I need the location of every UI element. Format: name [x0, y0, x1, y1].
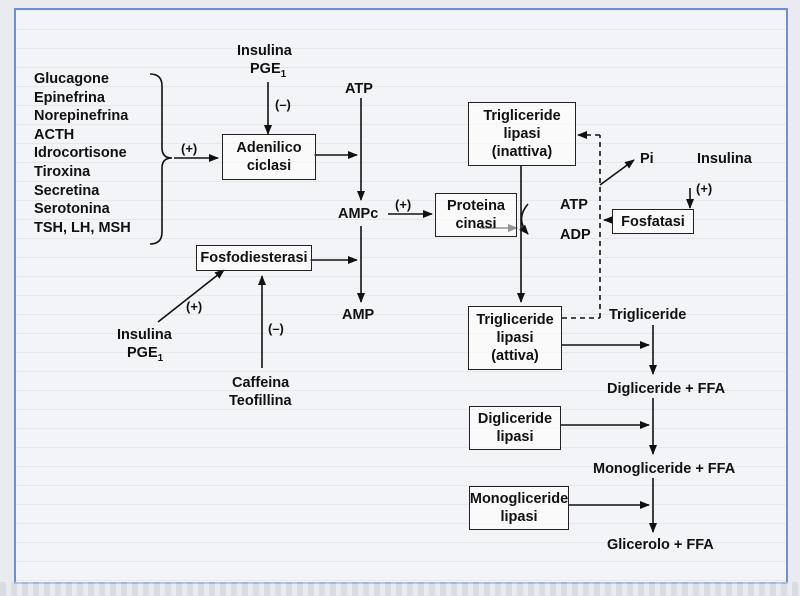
fosfatasi-box: Fosfatasi	[612, 209, 694, 234]
arrow-atp-to-adp	[519, 203, 529, 235]
monogl-lipasi-line: Monogliceride	[469, 491, 569, 507]
insulina-right-plus-label: (+)	[696, 181, 713, 196]
tg-lipasi-attiva-box: Trigliceride lipasi (attiva)	[468, 306, 562, 370]
teofillina-label: Teofillina	[229, 393, 292, 409]
tg-lipasi-inattiva-box: Trigliceride lipasi (inattiva)	[468, 102, 576, 166]
figure-frame	[14, 8, 788, 584]
insulina-bottom-plus-label: (+)	[186, 299, 203, 314]
fosfodiesterasi-label: Fosfodiesterasi	[200, 250, 308, 266]
pi-label: Pi	[640, 151, 654, 167]
hormone-item: Glucagone	[34, 71, 109, 87]
fosfatasi-label: Fosfatasi	[621, 213, 685, 230]
hormones-plus-label: (+)	[181, 141, 198, 156]
cinasi-line: Proteina	[446, 198, 505, 214]
adp-label: ADP	[560, 227, 591, 243]
digl-lipasi-line: lipasi	[496, 429, 534, 445]
tg-inattiva-line: Trigliceride	[483, 108, 561, 124]
fosfodiesterasi-box: Fosfodiesterasi	[196, 245, 312, 271]
pge1-bottom: PGE1	[127, 345, 164, 364]
hormone-item: Epinefrina	[34, 89, 105, 106]
cinasi-line: cinasi	[455, 216, 497, 232]
monogliceride-lipasi-box: Monogliceride lipasi	[469, 486, 569, 530]
hormone-brace	[149, 73, 173, 245]
caffeina-minus-label: (–)	[268, 321, 284, 336]
hormone-list: Glucagone Epinefrina Norepinefrina ACTH …	[34, 70, 131, 237]
hormone-item: Norepinefrina	[34, 108, 129, 125]
hormone-item: Idrocortisone	[34, 145, 127, 162]
atp-right-label: ATP	[560, 197, 588, 213]
arrow-insulina-to-fosfodiesterasi	[157, 269, 225, 323]
proteina-cinasi-box: Proteina cinasi	[435, 193, 517, 237]
hormone-item: ACTH	[34, 126, 75, 143]
tg-attiva-line: (attiva)	[491, 348, 539, 364]
ampc-label: AMPc	[338, 206, 379, 222]
glicerolo-ffa-label: Glicerolo + FFA	[607, 537, 714, 553]
insulina-right: Insulina	[697, 151, 752, 167]
hormone-item: TSH, LH, MSH	[34, 219, 131, 236]
insulina-top: Insulina	[237, 43, 292, 59]
hormone-item: Serotonina	[34, 201, 110, 218]
tg-attiva-line: lipasi	[496, 330, 534, 346]
caffeina-label: Caffeina	[232, 375, 290, 391]
ciclasi-line: Adenilico	[236, 140, 302, 156]
trigliceride-label: Trigliceride	[609, 307, 687, 323]
insulina-bottom: Insulina	[117, 327, 172, 343]
page-edge-texture	[0, 582, 800, 596]
dashed-to-pi	[599, 159, 635, 186]
digliceride-lipasi-box: Digliceride lipasi	[469, 406, 561, 450]
insulina-top-minus-label: (–)	[275, 97, 291, 112]
digl-lipasi-line: Digliceride	[477, 411, 553, 427]
digliceride-ffa-label: Digliceride + FFA	[607, 381, 726, 397]
pge1-top: PGE1	[250, 61, 287, 80]
ciclasi-line: ciclasi	[246, 158, 292, 174]
hormone-item: Tiroxina	[34, 163, 91, 180]
tg-inattiva-line: (inattiva)	[491, 144, 553, 160]
atp-label: ATP	[345, 81, 373, 97]
monogl-lipasi-line: lipasi	[500, 509, 538, 525]
tg-inattiva-line: lipasi	[503, 126, 541, 142]
hormone-item: Secretina	[34, 182, 100, 199]
ampc-plus-label: (+)	[395, 197, 412, 212]
amp-label: AMP	[342, 307, 375, 323]
monogliceride-ffa-label: Monogliceride + FFA	[593, 461, 736, 477]
tg-attiva-line: Trigliceride	[476, 312, 554, 328]
adenilico-ciclasi-box: Adenilico ciclasi	[222, 134, 316, 180]
